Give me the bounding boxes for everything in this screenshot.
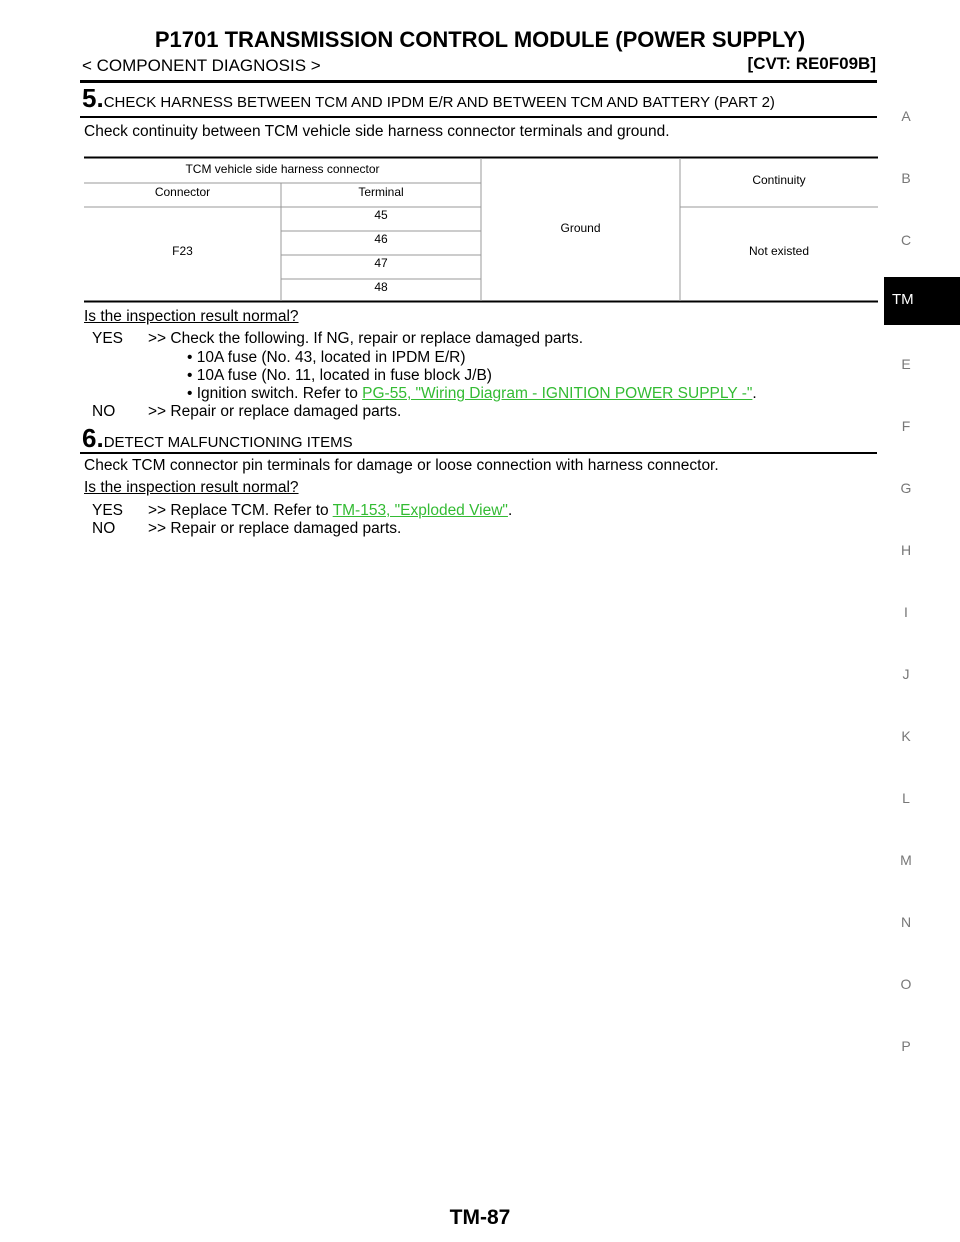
step-5-number: 5. [82,83,104,113]
step-6-heading: 6.DETECT MALFUNCTIONING ITEMS [82,424,353,457]
side-index-c[interactable]: C [900,232,912,248]
side-index-o[interactable]: O [900,976,912,992]
step-5-item-1: • 10A fuse (No. 43, located in IPDM E/R) [187,349,466,366]
side-index-h[interactable]: H [900,542,912,558]
step-6-yes-label: YES [92,502,124,519]
step-5-no-text: >> Repair or replace damaged parts. [148,403,402,420]
step-6-yes-suffix: . [507,502,513,519]
step-5-item-3: • Ignition switch. Refer to PG-55, "Wiri… [187,385,757,403]
table-ground-cell: Ground [560,221,601,235]
table-terminal-cell: 46 [374,232,388,246]
wiring-diagram-link[interactable]: PG-55, "Wiring Diagram - IGNITION POWER … [362,385,753,402]
table-terminal-cell: 47 [374,256,388,270]
side-index-m[interactable]: M [900,852,912,868]
side-index-b[interactable]: B [901,170,911,186]
side-index-g[interactable]: G [900,480,912,496]
step-5-heading: 5.CHECK HARNESS BETWEEN TCM AND IPDM E/R… [82,84,775,117]
section-label: < COMPONENT DIAGNOSIS > [82,56,321,75]
side-index-n[interactable]: N [900,914,912,930]
step-6-rule [80,452,877,454]
model-label: [CVT: RE0F09B] [747,54,876,73]
step-6-number: 6. [82,423,104,453]
step-6-yes-text: >> Replace TCM. Refer to TM-153, "Explod… [148,502,512,520]
side-index-tm-active[interactable]: TM [884,277,960,325]
side-index-a[interactable]: A [901,108,911,124]
side-index-l[interactable]: L [902,790,910,806]
step-5-instruction: Check continuity between TCM vehicle sid… [84,123,670,140]
step-5-title: CHECK HARNESS BETWEEN TCM AND IPDM E/R A… [103,94,775,111]
side-index-i[interactable]: I [904,604,908,620]
continuity-table: TCM vehicle side harness connector Groun… [84,157,878,299]
step-6-no-text: >> Repair or replace damaged parts. [148,520,402,537]
side-index-tm-label: TM [892,291,914,308]
step-6-question: Is the inspection result normal? [84,479,299,496]
page-number: TM-87 [449,1206,511,1229]
side-index-e[interactable]: E [901,356,911,372]
exploded-view-link[interactable]: TM-153, "Exploded View" [332,502,508,519]
step-5-item-2: • 10A fuse (No. 11, located in fuse bloc… [187,367,492,384]
header-rule [80,80,877,83]
table-connector-cell: F23 [172,244,193,258]
side-index-k[interactable]: K [901,728,911,744]
page-title: P1701 TRANSMISSION CONTROL MODULE (POWER… [154,27,806,52]
table-rules [84,156,878,303]
item-3-prefix: • Ignition switch. Refer to [187,385,363,402]
step-5-yes-text: >> Check the following. If NG, repair or… [148,330,584,347]
table-connector-header: Connector [154,185,211,199]
step-5-yes-label: YES [92,330,124,347]
table-result-cell: Not existed [748,244,810,258]
step-6-no-label: NO [92,520,116,537]
step-6-instruction: Check TCM connector pin terminals for da… [84,457,719,474]
side-index-f[interactable]: F [901,418,911,434]
side-index-j[interactable]: J [902,666,910,682]
table-group-header: TCM vehicle side harness connector [185,162,380,176]
step-6-title: DETECT MALFUNCTIONING ITEMS [103,434,353,451]
step-5-no-label: NO [92,403,116,420]
table-terminal-cell: 45 [374,208,388,222]
table-continuity-header: Continuity [752,173,806,187]
step-5-rule [80,116,877,118]
item-3-suffix: . [752,385,757,402]
table-terminal-header: Terminal [358,185,404,199]
side-index-p[interactable]: P [901,1038,911,1054]
step-5-question: Is the inspection result normal? [84,308,299,325]
table-terminal-cell: 48 [374,280,388,294]
step-6-yes-prefix: >> Replace TCM. Refer to [148,502,333,519]
